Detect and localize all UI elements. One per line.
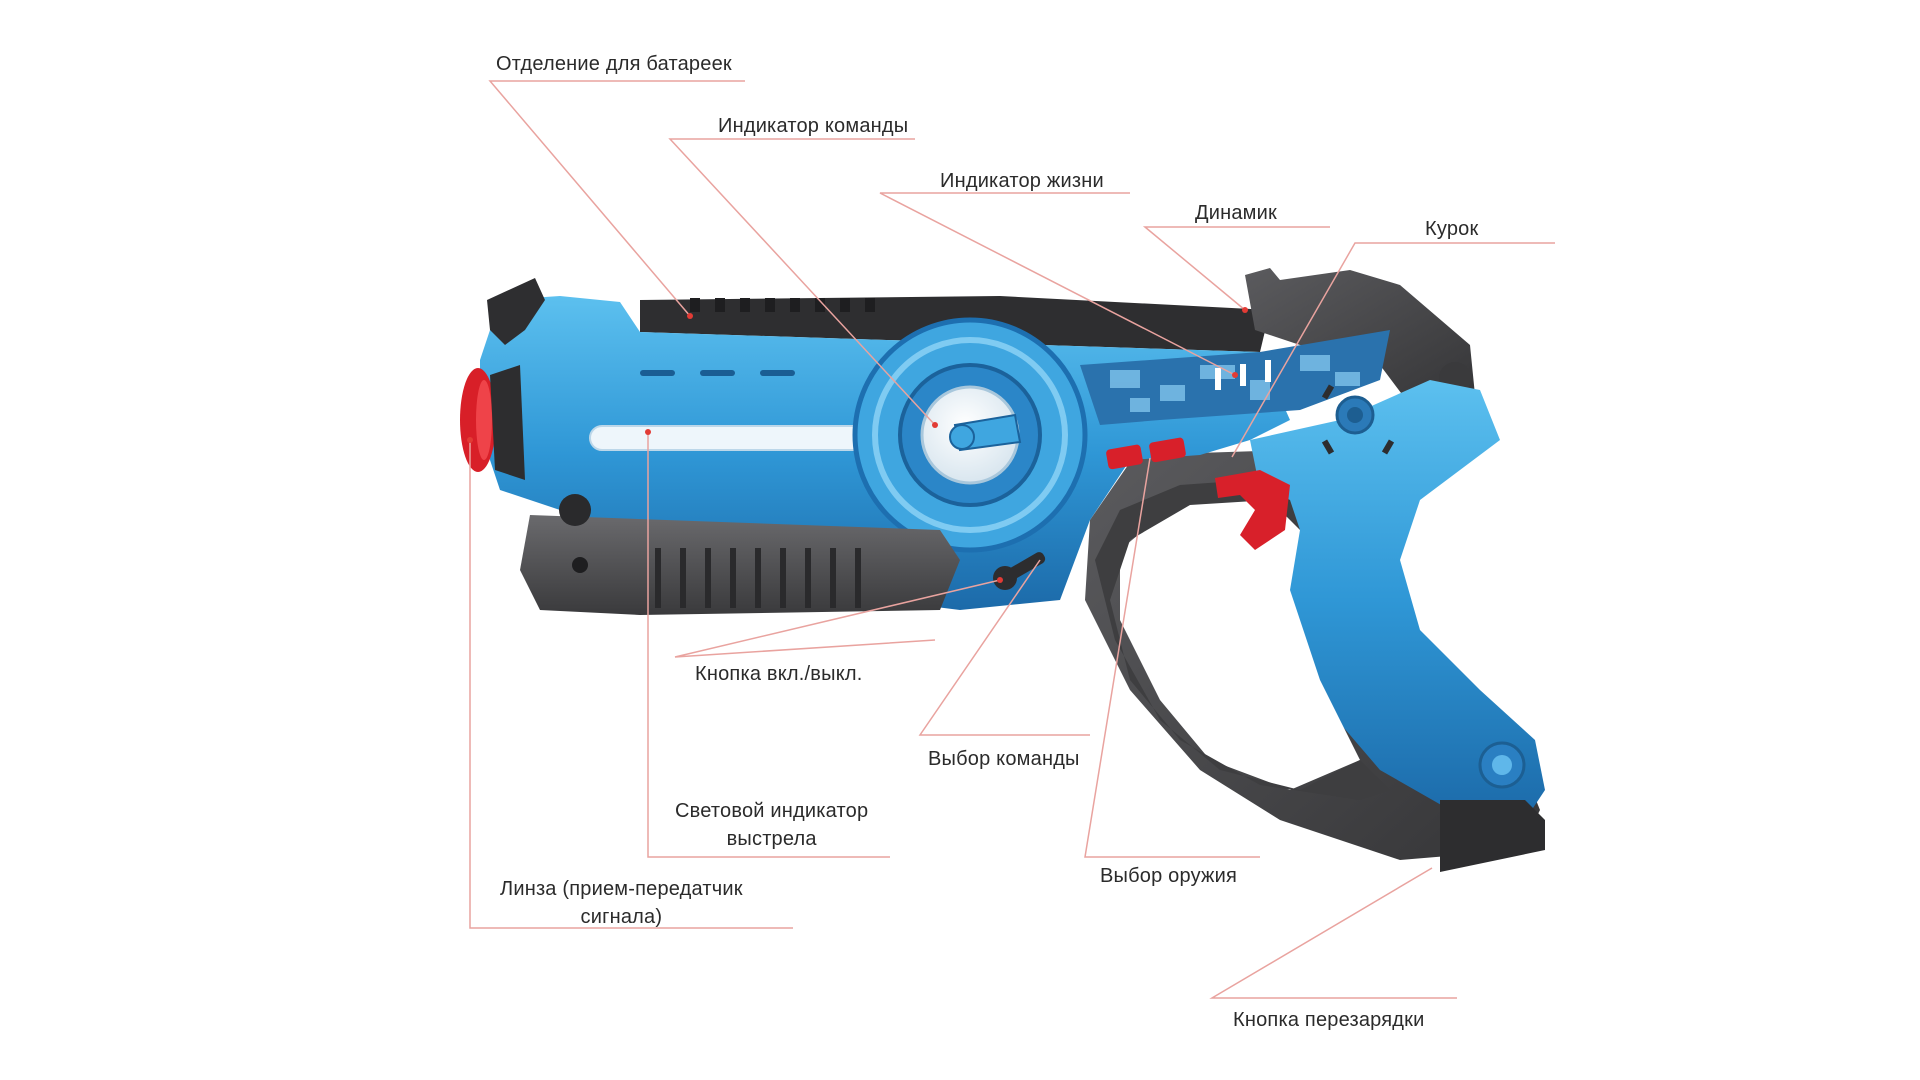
trigger-guard-opening xyxy=(1120,490,1360,790)
leader-dots xyxy=(467,307,1248,583)
label-power-button: Кнопка вкл./выкл. xyxy=(695,663,863,685)
label-reload-button: Кнопка перезарядки xyxy=(1233,1009,1425,1031)
label-team-indicator: Индикатор команды xyxy=(718,115,909,137)
magazine-base xyxy=(1440,800,1545,872)
label-battery-compartment: Отделение для батареек xyxy=(496,53,732,75)
label-life-indicator: Индикатор жизни xyxy=(940,170,1104,192)
label-shot-indicator-line2: выстрела xyxy=(726,828,817,850)
label-lens-line1: Линза (прием-передатчик xyxy=(500,878,743,900)
grip-blue xyxy=(1250,380,1545,820)
label-lens: Линза (прием-передатчик сигнала) xyxy=(500,875,743,931)
lower-barrel xyxy=(520,515,960,615)
weapon-select-buttons xyxy=(1106,437,1186,470)
barrel-hole xyxy=(572,557,588,573)
leader-reload xyxy=(1209,867,1457,999)
front-fin xyxy=(487,278,545,345)
leader-life-indicator xyxy=(879,192,1236,376)
power-switch xyxy=(993,552,1046,590)
speaker-grille xyxy=(1321,384,1395,455)
leader-power xyxy=(674,579,1001,658)
leader-weapon-select xyxy=(1084,457,1260,858)
leader-battery xyxy=(488,80,745,317)
leader-shot-indicator xyxy=(647,432,890,858)
front-lens xyxy=(460,365,525,480)
leader-speaker xyxy=(1142,226,1330,311)
label-team-select: Выбор команды xyxy=(928,748,1080,770)
trigger xyxy=(1215,470,1290,550)
life-bars xyxy=(1215,360,1271,390)
leader-team-select xyxy=(918,559,1090,736)
label-speaker: Динамик xyxy=(1195,202,1277,224)
leader-lens xyxy=(469,440,793,929)
label-weapon-select: Выбор оружия xyxy=(1100,865,1237,887)
label-lens-line2: сигнала) xyxy=(580,906,663,928)
label-shot-indicator-line1: Световой индикатор xyxy=(675,800,869,822)
camo-pattern xyxy=(1110,355,1360,412)
leader-team-indicator xyxy=(668,138,936,426)
trigger-guard-rim xyxy=(1095,480,1390,800)
side-vents xyxy=(640,370,795,376)
team-dial xyxy=(852,317,1088,553)
rail-ridges xyxy=(690,298,875,312)
label-trigger: Курок xyxy=(1425,218,1479,240)
label-shot-indicator: Световой индикатор выстрела xyxy=(675,797,868,853)
barrel-ribs xyxy=(655,548,861,608)
leader-trigger xyxy=(1231,242,1555,458)
